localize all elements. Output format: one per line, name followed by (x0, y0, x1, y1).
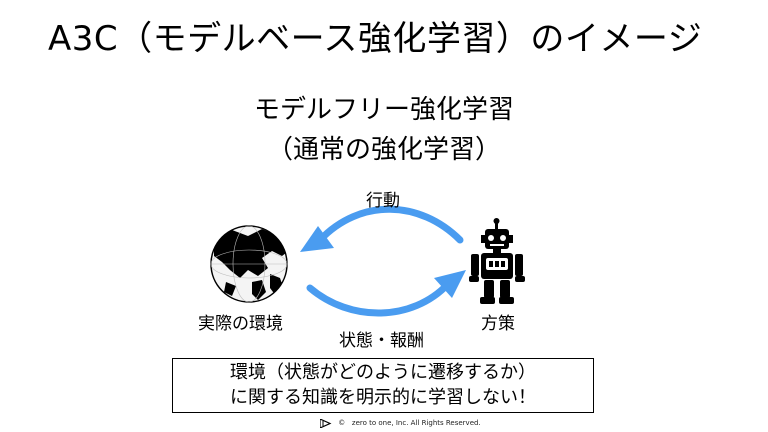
state-reward-arrow (306, 270, 466, 317)
copyright-symbol: © (338, 419, 346, 427)
company-logo-icon (320, 418, 332, 428)
action-label: 行動 (366, 191, 400, 211)
state-reward-label: 状態・報酬 (339, 331, 424, 351)
copyright-text: zero to one, Inc. All Rights Reserved. (351, 419, 481, 427)
policy-label: 方策 (481, 314, 515, 334)
subtitle-line-2: （通常の強化学習） (266, 135, 501, 165)
note-box: 環境（状態がどのように遷移するか） に関する知識を明示的に学習しない！ (172, 358, 594, 413)
footer: © zero to one, Inc. All Rights Reserved. (320, 418, 481, 428)
slide-title: A3C（モデルベース強化学習）のイメージ (48, 19, 703, 59)
note-line-2: に関する知識を明示的に学習しない！ (230, 387, 536, 408)
action-arrow (300, 205, 464, 252)
environment-label: 実際の環境 (198, 314, 283, 334)
globe-icon (210, 225, 288, 303)
robot-icon (469, 218, 525, 304)
subtitle-line-1: モデルフリー強化学習 (253, 95, 514, 125)
note-line-1: 環境（状態がどのように遷移するか） (230, 362, 536, 383)
